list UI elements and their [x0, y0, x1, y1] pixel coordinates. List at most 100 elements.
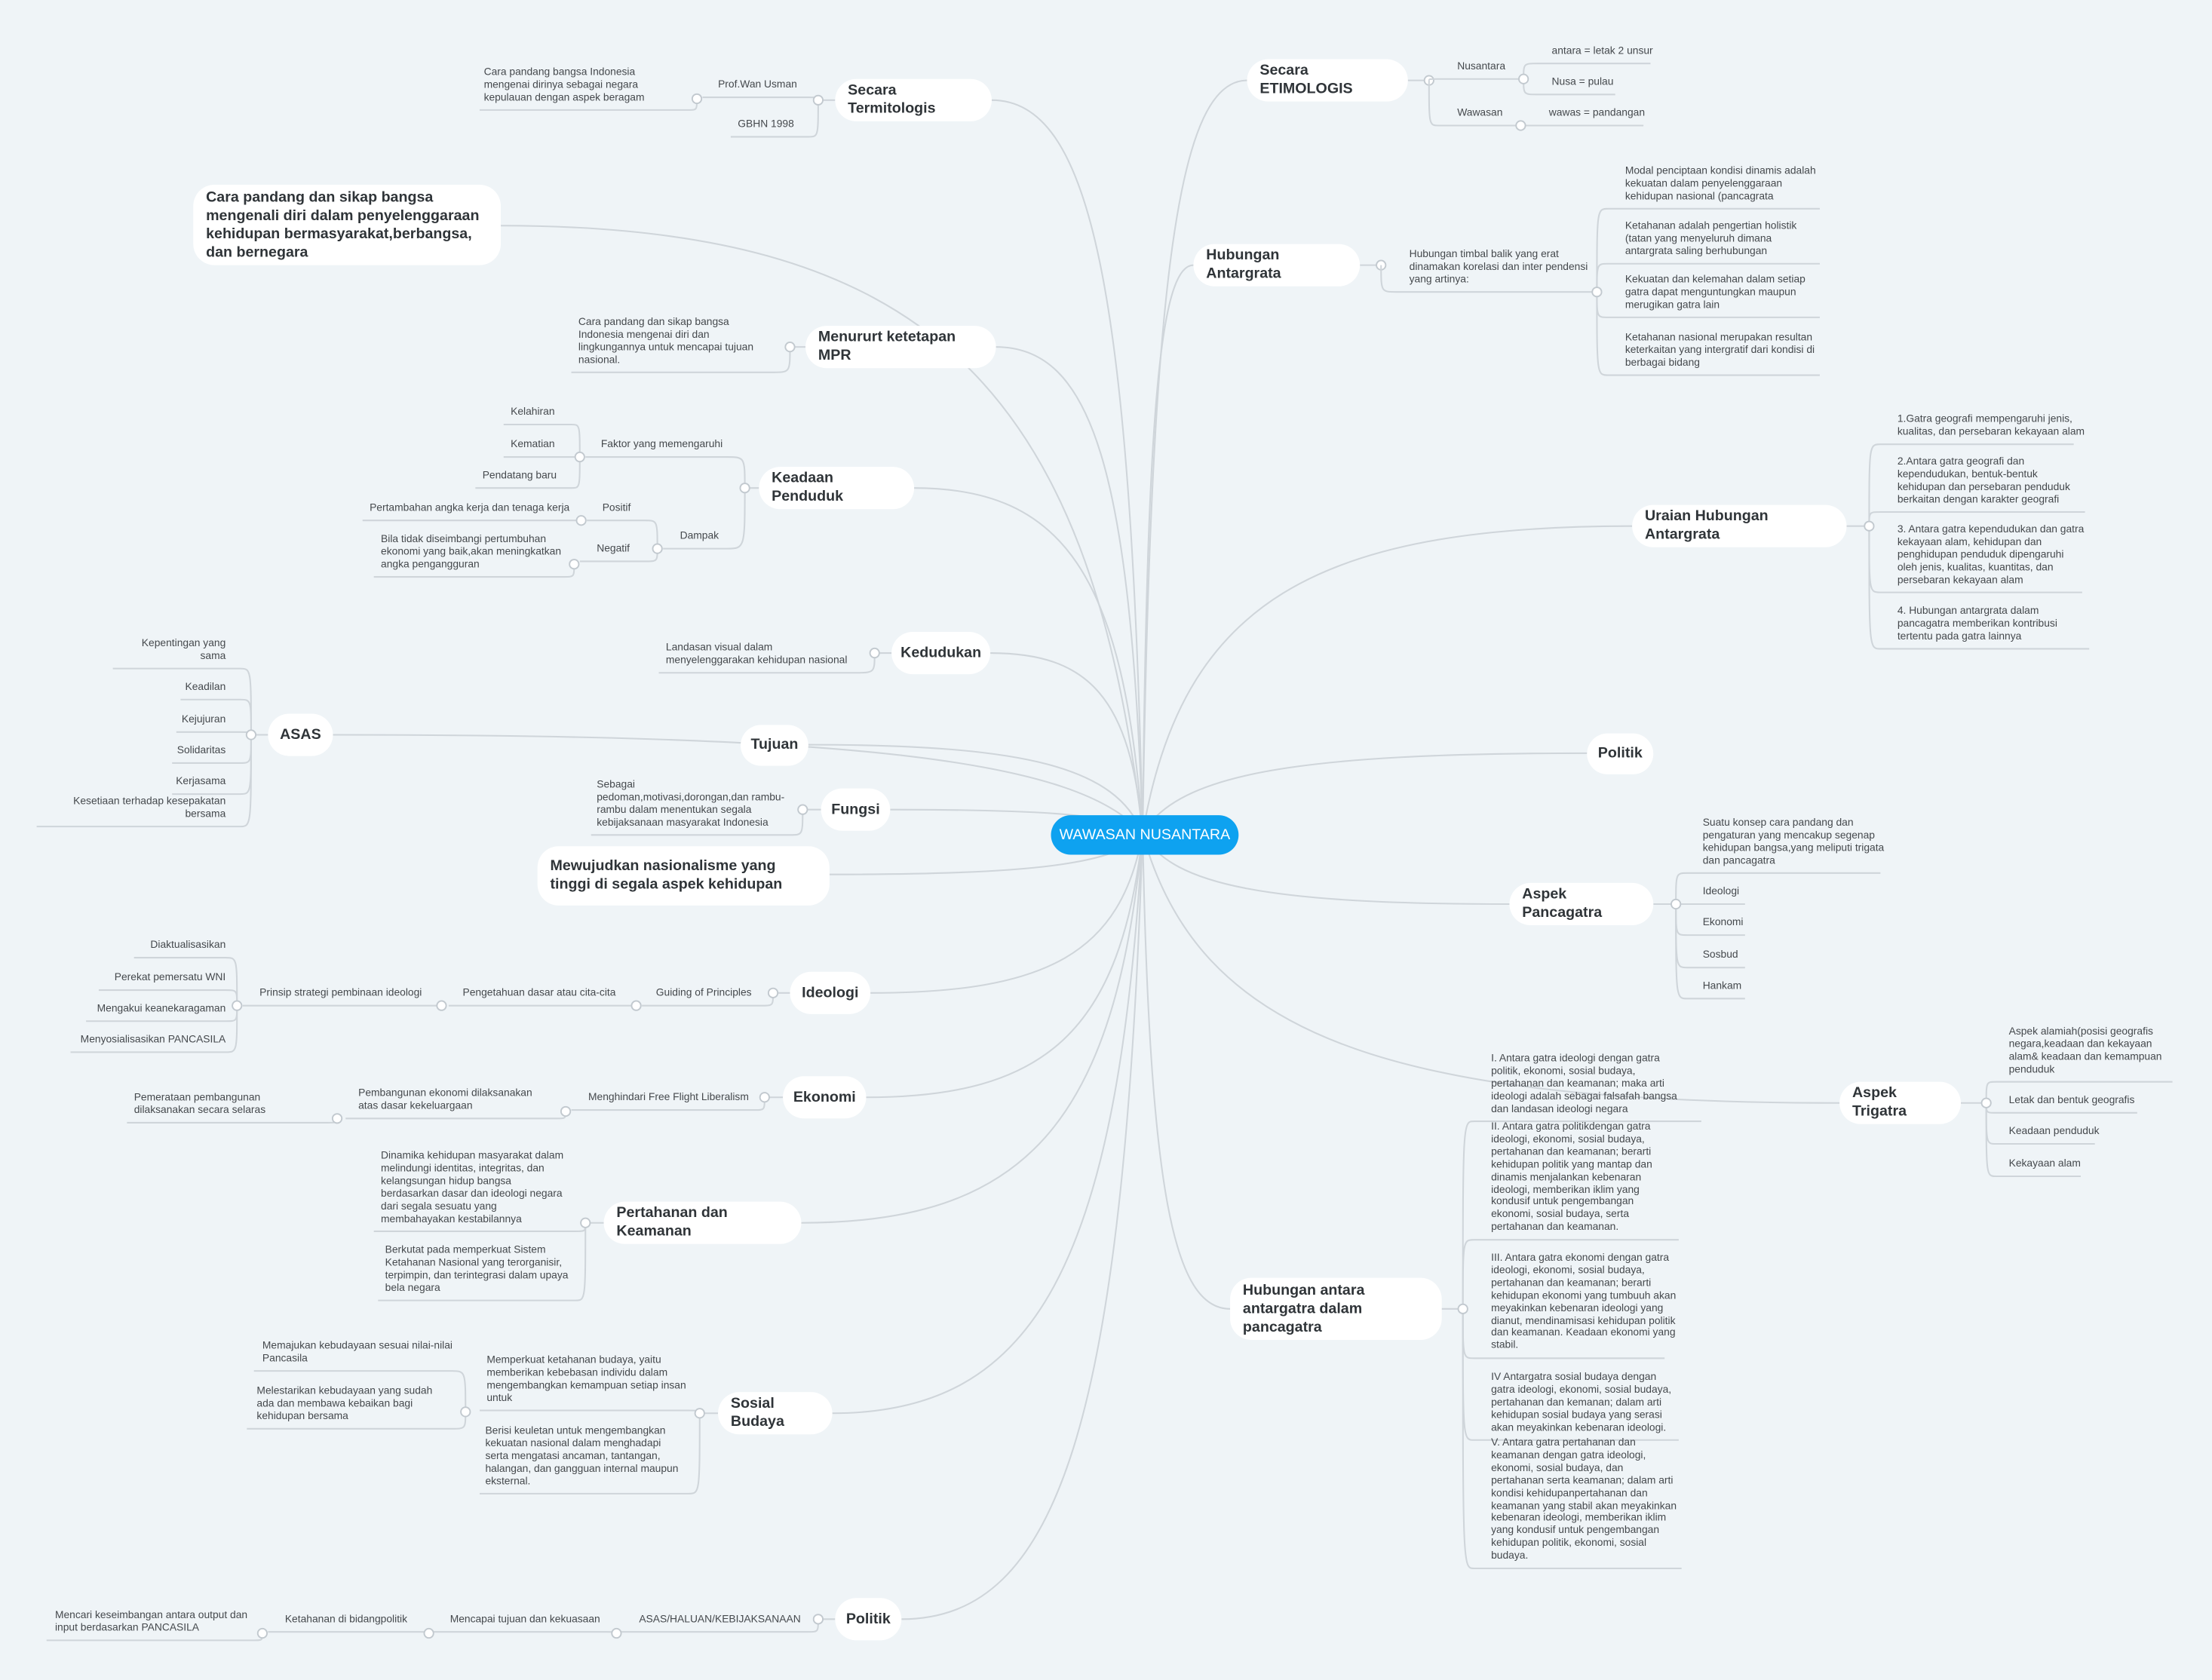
- collapse-toggle[interactable]: [691, 93, 703, 105]
- node-asas-item[interactable]: Solidaritas: [176, 743, 226, 756]
- node-hubungan-item[interactable]: Ketahanan adalah pengertian holistik (ta…: [1624, 219, 1797, 257]
- collapse-toggle[interactable]: [797, 804, 808, 815]
- topic-politik-left[interactable]: Politik: [835, 1598, 902, 1641]
- node-antargatra-item[interactable]: I. Antara gatra ideologi dengan gatra po…: [1491, 1051, 1677, 1114]
- node-fungsi-def[interactable]: Sebagai pedoman,motivasi,dorongan,dan ra…: [597, 777, 785, 829]
- collapse-toggle[interactable]: [245, 729, 257, 740]
- node-ideologi-item[interactable]: Perekat pemersatu WNI: [114, 970, 226, 983]
- node-negatif-item[interactable]: Bila tidak diseimbangi pertumbuhan ekono…: [381, 532, 562, 570]
- node-gbhn[interactable]: GBHN 1998: [738, 117, 794, 130]
- topic-kedudukan[interactable]: Kedudukan: [891, 631, 991, 675]
- node-faktor[interactable]: Faktor yang memengaruhi: [600, 437, 723, 450]
- collapse-toggle[interactable]: [560, 1105, 572, 1117]
- collapse-toggle[interactable]: [630, 1000, 642, 1011]
- topic-ideologi[interactable]: Ideologi: [790, 971, 871, 1014]
- node-pancagatra-item[interactable]: Ekonomi: [1702, 915, 1744, 928]
- topic-politik-right[interactable]: Politik: [1587, 733, 1654, 774]
- node-kelahiran[interactable]: Kelahiran: [511, 405, 555, 418]
- node-asas-item[interactable]: Kepentingan yang sama: [141, 636, 226, 662]
- collapse-toggle[interactable]: [694, 1408, 705, 1419]
- topic-definisi[interactable]: Cara pandang dan sikap bangsa mengenali …: [193, 185, 502, 265]
- node-trigatra-item[interactable]: Letak dan bentuk geografis: [2008, 1093, 2135, 1106]
- node-ketahanan-politik[interactable]: Ketahanan di bidangpolitik: [284, 1612, 408, 1625]
- topic-fungsi[interactable]: Fungsi: [821, 788, 891, 831]
- collapse-toggle[interactable]: [331, 1113, 343, 1124]
- node-asas-item[interactable]: Kesetiaan terhadap kesepakatan bersama: [73, 794, 226, 820]
- node-wan-usman[interactable]: Prof.Wan Usman: [718, 78, 797, 90]
- collapse-toggle[interactable]: [869, 647, 880, 659]
- collapse-toggle[interactable]: [739, 483, 750, 494]
- node-trigatra-item[interactable]: Keadaan penduduk: [2008, 1124, 2100, 1137]
- node-wawasan[interactable]: Wawasan: [1457, 106, 1503, 119]
- node-asas-item[interactable]: Keadilan: [185, 679, 226, 693]
- topic-secara-termitologis[interactable]: Secara Termitologis: [835, 78, 992, 121]
- collapse-toggle[interactable]: [812, 1614, 824, 1625]
- node-ideologi-item[interactable]: Diaktualisasikan: [150, 938, 226, 951]
- node-pengetahuan[interactable]: Pengetahuan dasar atau cita-cita: [462, 986, 616, 999]
- node-hubungan-item[interactable]: Kekuatan dan kelemahan dalam setiap gatr…: [1624, 272, 1805, 311]
- node-antara[interactable]: antara = letak 2 unsur: [1551, 44, 1653, 57]
- collapse-toggle[interactable]: [1671, 898, 1682, 910]
- node-ketahanan-budaya[interactable]: Memperkuat ketahanan budaya, yaitu membe…: [486, 1353, 686, 1404]
- node-keseimbangan[interactable]: Mencari keseimbangan antara output dan i…: [54, 1608, 248, 1634]
- collapse-toggle[interactable]: [423, 1627, 434, 1639]
- central-topic[interactable]: WAWASAN NUSANTARA: [1051, 815, 1239, 855]
- node-pembangunan[interactable]: Pembangunan ekonomi dilaksanakan atas da…: [358, 1086, 532, 1112]
- node-trigatra-item[interactable]: Kekayaan alam: [2008, 1156, 2081, 1170]
- node-negatif[interactable]: Negatif: [597, 541, 630, 555]
- node-sosbud-item[interactable]: Memajukan kebudayaan sesuai nilai-nilai …: [262, 1338, 453, 1364]
- node-hankam-item[interactable]: Berkutat pada memperkuat Sistem Ketahana…: [385, 1243, 569, 1294]
- node-uraian-item[interactable]: 2.Antara gatra geografi dan kependudukan…: [1897, 455, 2070, 505]
- node-hubungan-item[interactable]: Modal penciptaan kondisi dinamis adalah …: [1624, 164, 1816, 202]
- collapse-toggle[interactable]: [1457, 1303, 1468, 1314]
- collapse-toggle[interactable]: [569, 559, 580, 570]
- collapse-toggle[interactable]: [256, 1627, 268, 1639]
- node-positif-item[interactable]: Pertambahan angka kerja dan tenaga kerja: [370, 501, 570, 514]
- node-kedudukan-def[interactable]: Landasan visual dalam menyelenggarakan k…: [665, 640, 848, 667]
- node-antargatra-item[interactable]: III. Antara gatra ekonomi dengan gatra i…: [1491, 1250, 1677, 1352]
- node-pendatang[interactable]: Pendatang baru: [482, 468, 557, 482]
- node-antargatra-item[interactable]: II. Antara gatra politikdengan gatra ide…: [1491, 1119, 1652, 1233]
- node-pancagatra-item[interactable]: Ideologi: [1702, 884, 1740, 897]
- topic-asas[interactable]: ASAS: [268, 713, 333, 756]
- node-antargatra-item[interactable]: IV Antargatra sosial budaya dengan gatra…: [1491, 1370, 1672, 1433]
- collapse-toggle[interactable]: [232, 1000, 243, 1011]
- collapse-toggle[interactable]: [759, 1092, 770, 1103]
- node-hubungan-item[interactable]: Ketahanan nasional merupakan resultan ke…: [1624, 330, 1815, 369]
- collapse-toggle[interactable]: [611, 1627, 622, 1639]
- node-uraian-item[interactable]: 4. Hubungan antargrata dalam pancagatra …: [1897, 604, 2057, 642]
- node-ideologi-item[interactable]: Menyosialisasikan PANCASILA: [80, 1032, 226, 1046]
- node-nusa[interactable]: Nusa = pulau: [1551, 75, 1614, 88]
- collapse-toggle[interactable]: [574, 451, 585, 463]
- topic-secara-etimologis[interactable]: Secara ETIMOLOGIS: [1247, 59, 1408, 102]
- node-mpr-def[interactable]: Cara pandang dan sikap bangsa Indonesia …: [578, 314, 754, 366]
- node-trigatra-item[interactable]: Aspek alamiah(posisi geografis negara,ke…: [2008, 1024, 2162, 1075]
- collapse-toggle[interactable]: [784, 342, 796, 353]
- collapse-toggle[interactable]: [1980, 1097, 1992, 1108]
- topic-ekonomi[interactable]: Ekonomi: [783, 1076, 867, 1119]
- topic-tujuan[interactable]: Tujuan: [741, 725, 808, 766]
- topic-keadaan-penduduk[interactable]: Keadaan Penduduk: [759, 467, 915, 510]
- collapse-toggle[interactable]: [767, 987, 779, 998]
- topic-uraian-hubungan-antargrata[interactable]: Uraian Hubungan Antargrata: [1632, 504, 1847, 547]
- node-asas-item[interactable]: Kejujuran: [181, 712, 226, 725]
- collapse-toggle[interactable]: [1864, 520, 1875, 532]
- node-uraian-item[interactable]: 1.Gatra geografi mempengaruhi jenis, kua…: [1897, 412, 2085, 438]
- node-uraian-item[interactable]: 3. Antara gatra kependudukan dan gatra k…: [1897, 522, 2085, 586]
- node-free-flight[interactable]: Menghindari Free Flight Liberalism: [588, 1090, 749, 1103]
- node-pemerataan[interactable]: Pemerataan pembangunan dilaksanakan seca…: [133, 1090, 266, 1116]
- topic-aspek-trigatra[interactable]: Aspek Trigatra: [1839, 1081, 1961, 1124]
- collapse-toggle[interactable]: [575, 515, 587, 526]
- node-asas-haluan[interactable]: ASAS/HALUAN/KEBIJAKSANAAN: [639, 1612, 801, 1625]
- topic-hubungan-antargatra-pancagatra[interactable]: Hubungan antara antargatra dalam pancaga…: [1230, 1277, 1442, 1340]
- collapse-toggle[interactable]: [652, 543, 663, 554]
- node-kematian[interactable]: Kematian: [511, 437, 555, 450]
- node-pancagatra-item[interactable]: Suatu konsep cara pandang dan pengaturan…: [1702, 815, 1885, 866]
- topic-pertahanan-keamanan[interactable]: Pertahanan dan Keamanan: [603, 1201, 802, 1244]
- topic-nasionalisme[interactable]: Mewujudkan nasionalisme yang tinggi di s…: [537, 846, 830, 906]
- collapse-toggle[interactable]: [812, 94, 824, 106]
- node-hubungan-desc[interactable]: Hubungan timbal balik yang erat dinamaka…: [1409, 247, 1588, 286]
- node-sosbud-item[interactable]: Melestarikan kebudayaan yang sudah ada d…: [256, 1384, 433, 1422]
- node-nusantara[interactable]: Nusantara: [1457, 59, 1506, 72]
